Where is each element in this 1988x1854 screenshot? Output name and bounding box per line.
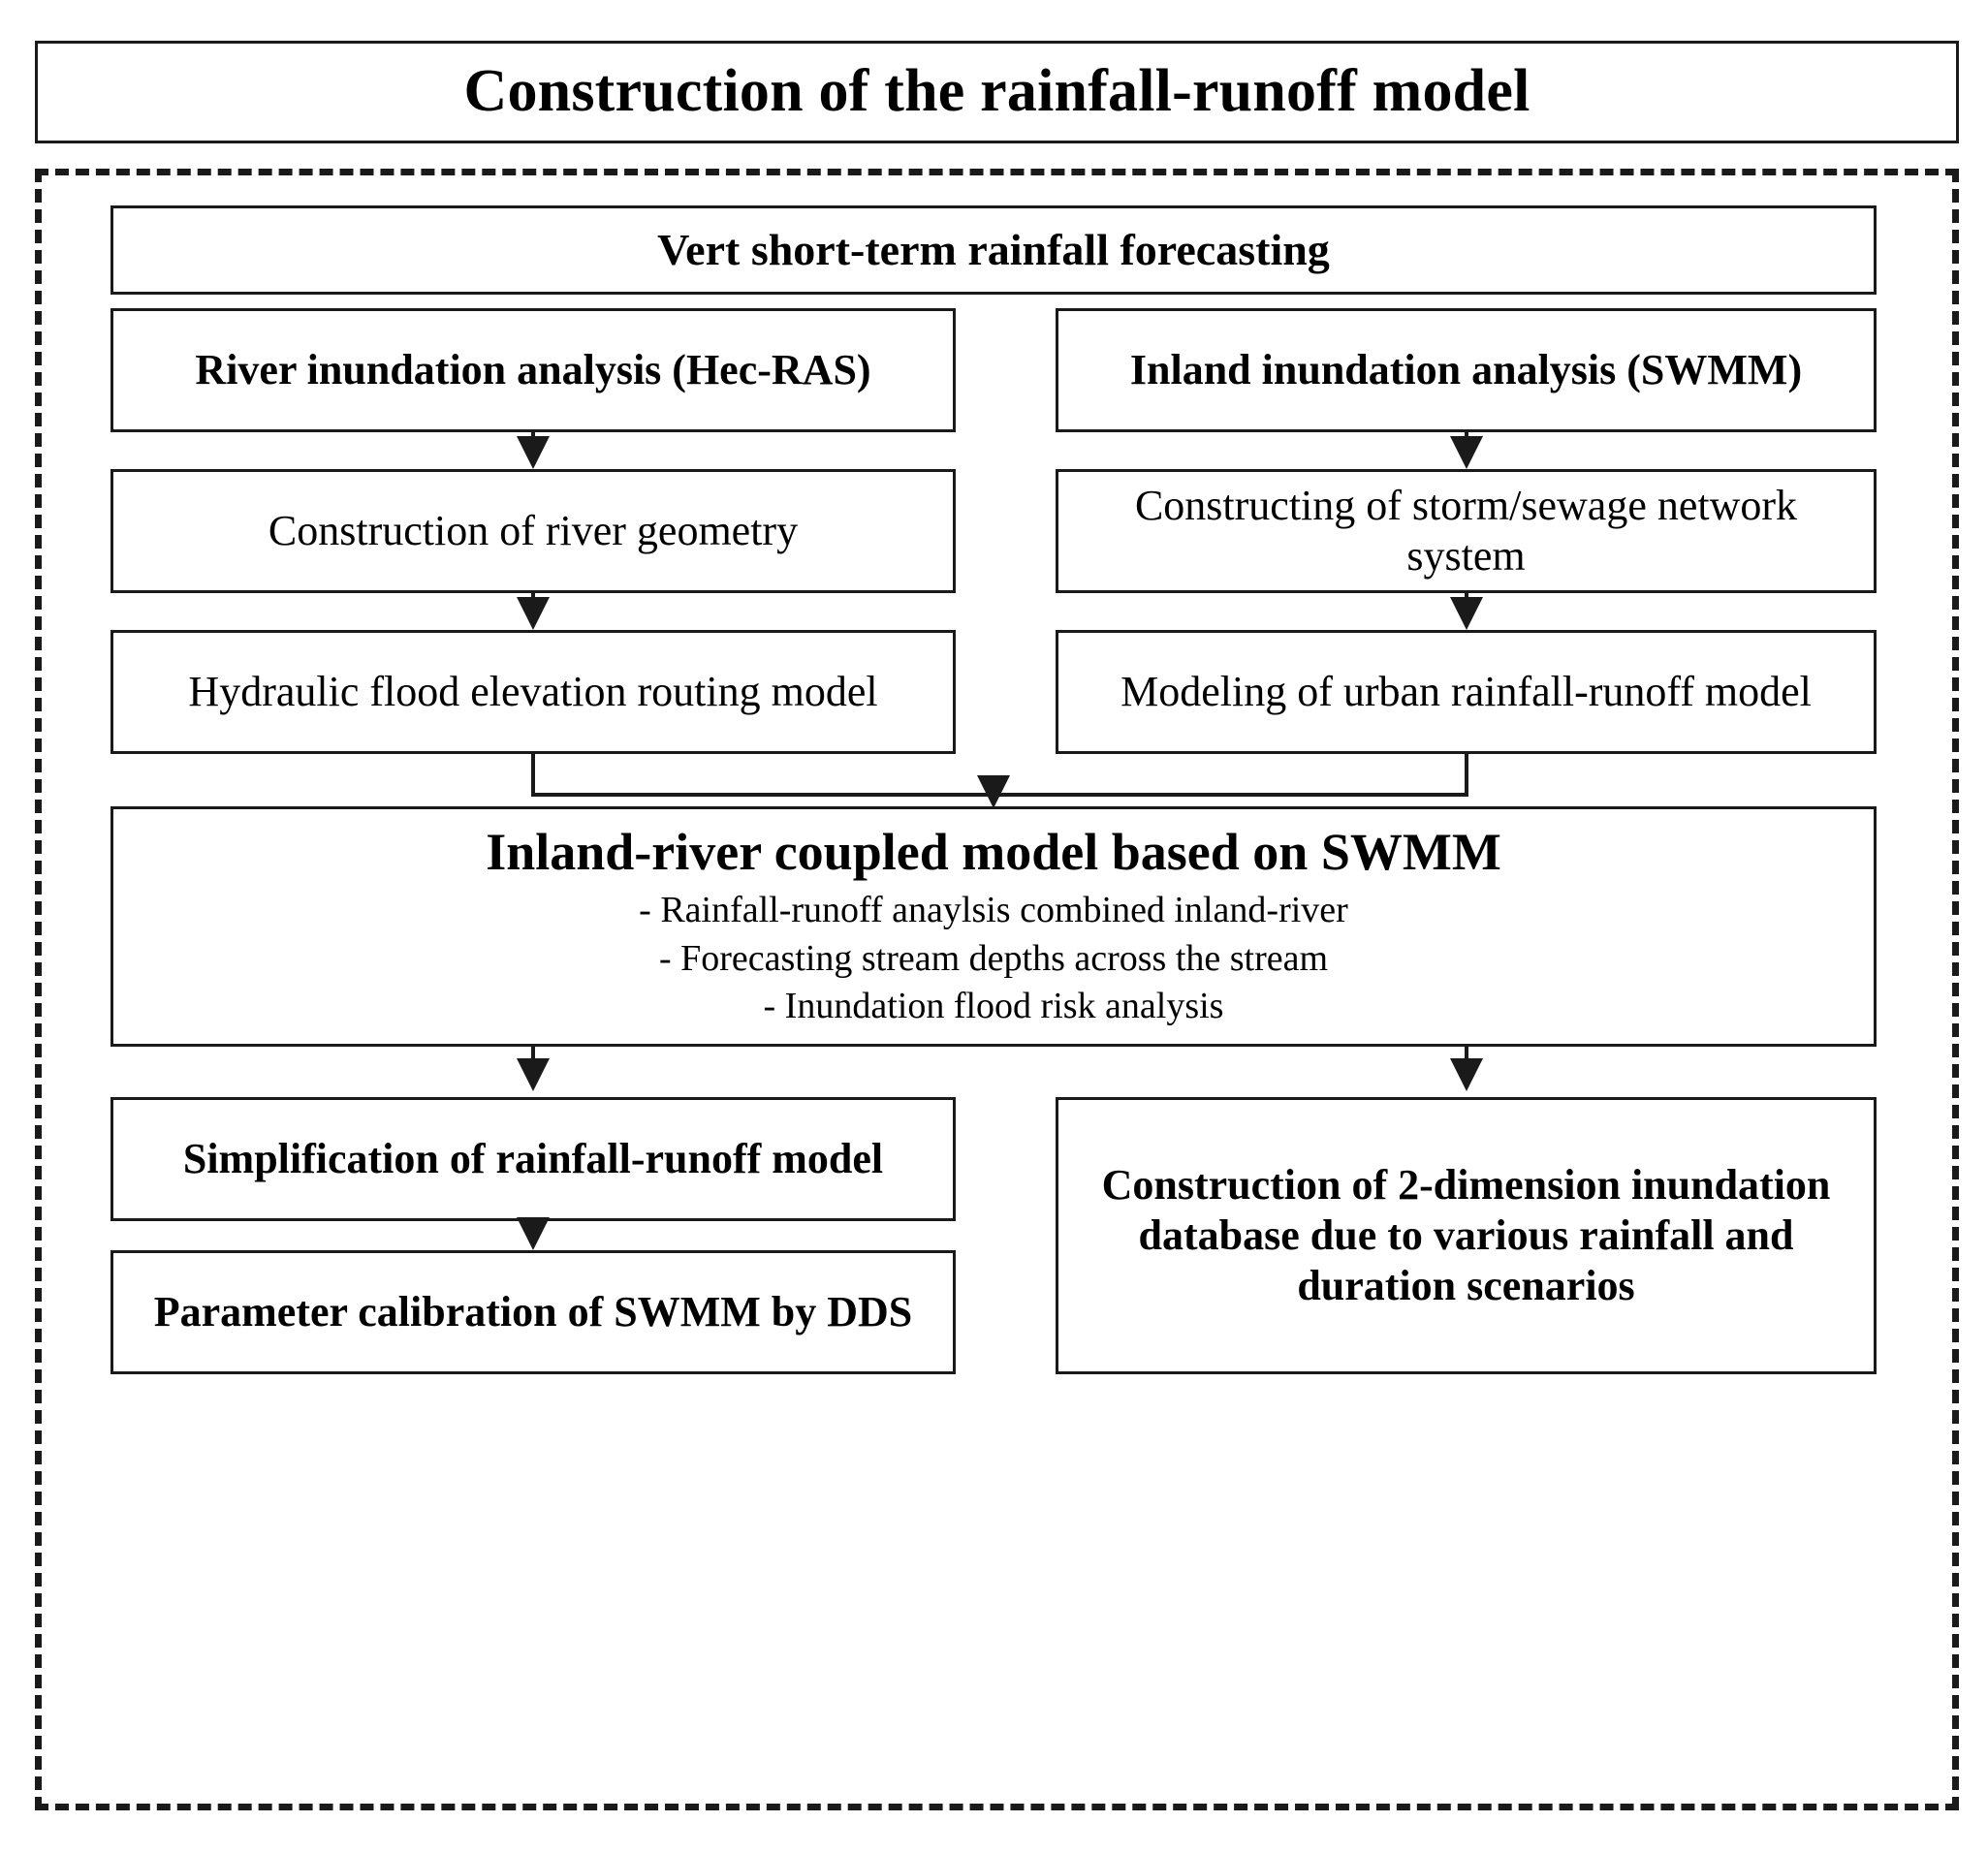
coupled-model-bullet-2: - Forecasting stream depths across the s… — [658, 937, 1329, 979]
connector-merge-left-stub — [531, 754, 535, 797]
inland-inundation-analysis-box: Inland inundation analysis (SWMM) — [1056, 308, 1877, 432]
inland-inundation-analysis-label: Inland inundation analysis (SWMM) — [1129, 346, 1803, 394]
coupled-model-box: Inland-river coupled model based on SWMM… — [110, 806, 1877, 1047]
dashed-group-container — [35, 169, 1959, 1810]
coupled-model-heading: Inland-river coupled model based on SWMM — [486, 823, 1501, 881]
connector-line-bottom-right — [1465, 1047, 1468, 1066]
river-inundation-analysis-box: River inundation analysis (Hec-RAS) — [110, 308, 956, 432]
arrow-merge-icon — [977, 775, 1010, 808]
connector-merge-right-stub — [1465, 754, 1468, 797]
river-geometry-label: Construction of river geometry — [268, 507, 799, 555]
sewage-network-box: Constructing of storm/sewage network sys… — [1056, 469, 1877, 593]
arrow-left-2-icon — [517, 597, 550, 630]
simplification-label: Simplification of rainfall-runoff model — [182, 1135, 884, 1183]
arrow-right-2-icon — [1450, 597, 1483, 630]
arrow-left-1-icon — [517, 436, 550, 469]
river-geometry-box: Construction of river geometry — [110, 469, 956, 593]
arrow-bottom-right-icon — [1450, 1058, 1483, 1091]
diagram-title-box: Construction of the rainfall-runoff mode… — [35, 41, 1959, 143]
parameter-calibration-box: Parameter calibration of SWMM by DDS — [110, 1250, 956, 1374]
diagram-title-text: Construction of the rainfall-runoff mode… — [463, 58, 1530, 125]
inundation-database-label: Construction of 2-dimension inundation d… — [1101, 1161, 1831, 1309]
arrow-calibration-icon — [517, 1217, 550, 1250]
coupled-model-bullet-1: - Rainfall-runoff anaylsis combined inla… — [639, 890, 1348, 931]
arrow-bottom-left-icon — [517, 1058, 550, 1091]
simplification-box: Simplification of rainfall-runoff model — [110, 1097, 956, 1221]
hydraulic-routing-label: Hydraulic flood elevation routing model — [188, 668, 878, 716]
inundation-database-box: Construction of 2-dimension inundation d… — [1056, 1097, 1877, 1374]
arrow-right-1-icon — [1450, 436, 1483, 469]
hydraulic-routing-box: Hydraulic flood elevation routing model — [110, 630, 956, 754]
forecast-box: Vert short-term rainfall forecasting — [110, 205, 1877, 295]
parameter-calibration-label: Parameter calibration of SWMM by DDS — [153, 1288, 913, 1336]
urban-runoff-label: Modeling of urban rainfall-runoff model — [1120, 668, 1812, 716]
river-inundation-analysis-label: River inundation analysis (Hec-RAS) — [195, 346, 871, 394]
coupled-model-bullet-3: - Inundation flood risk analysis — [763, 986, 1224, 1027]
sewage-network-label: Constructing of storm/sewage network sys… — [1134, 482, 1798, 580]
connector-line-bottom-left — [531, 1047, 535, 1066]
forecast-label: Vert short-term rainfall forecasting — [657, 224, 1330, 274]
urban-runoff-box: Modeling of urban rainfall-runoff model — [1056, 630, 1877, 754]
